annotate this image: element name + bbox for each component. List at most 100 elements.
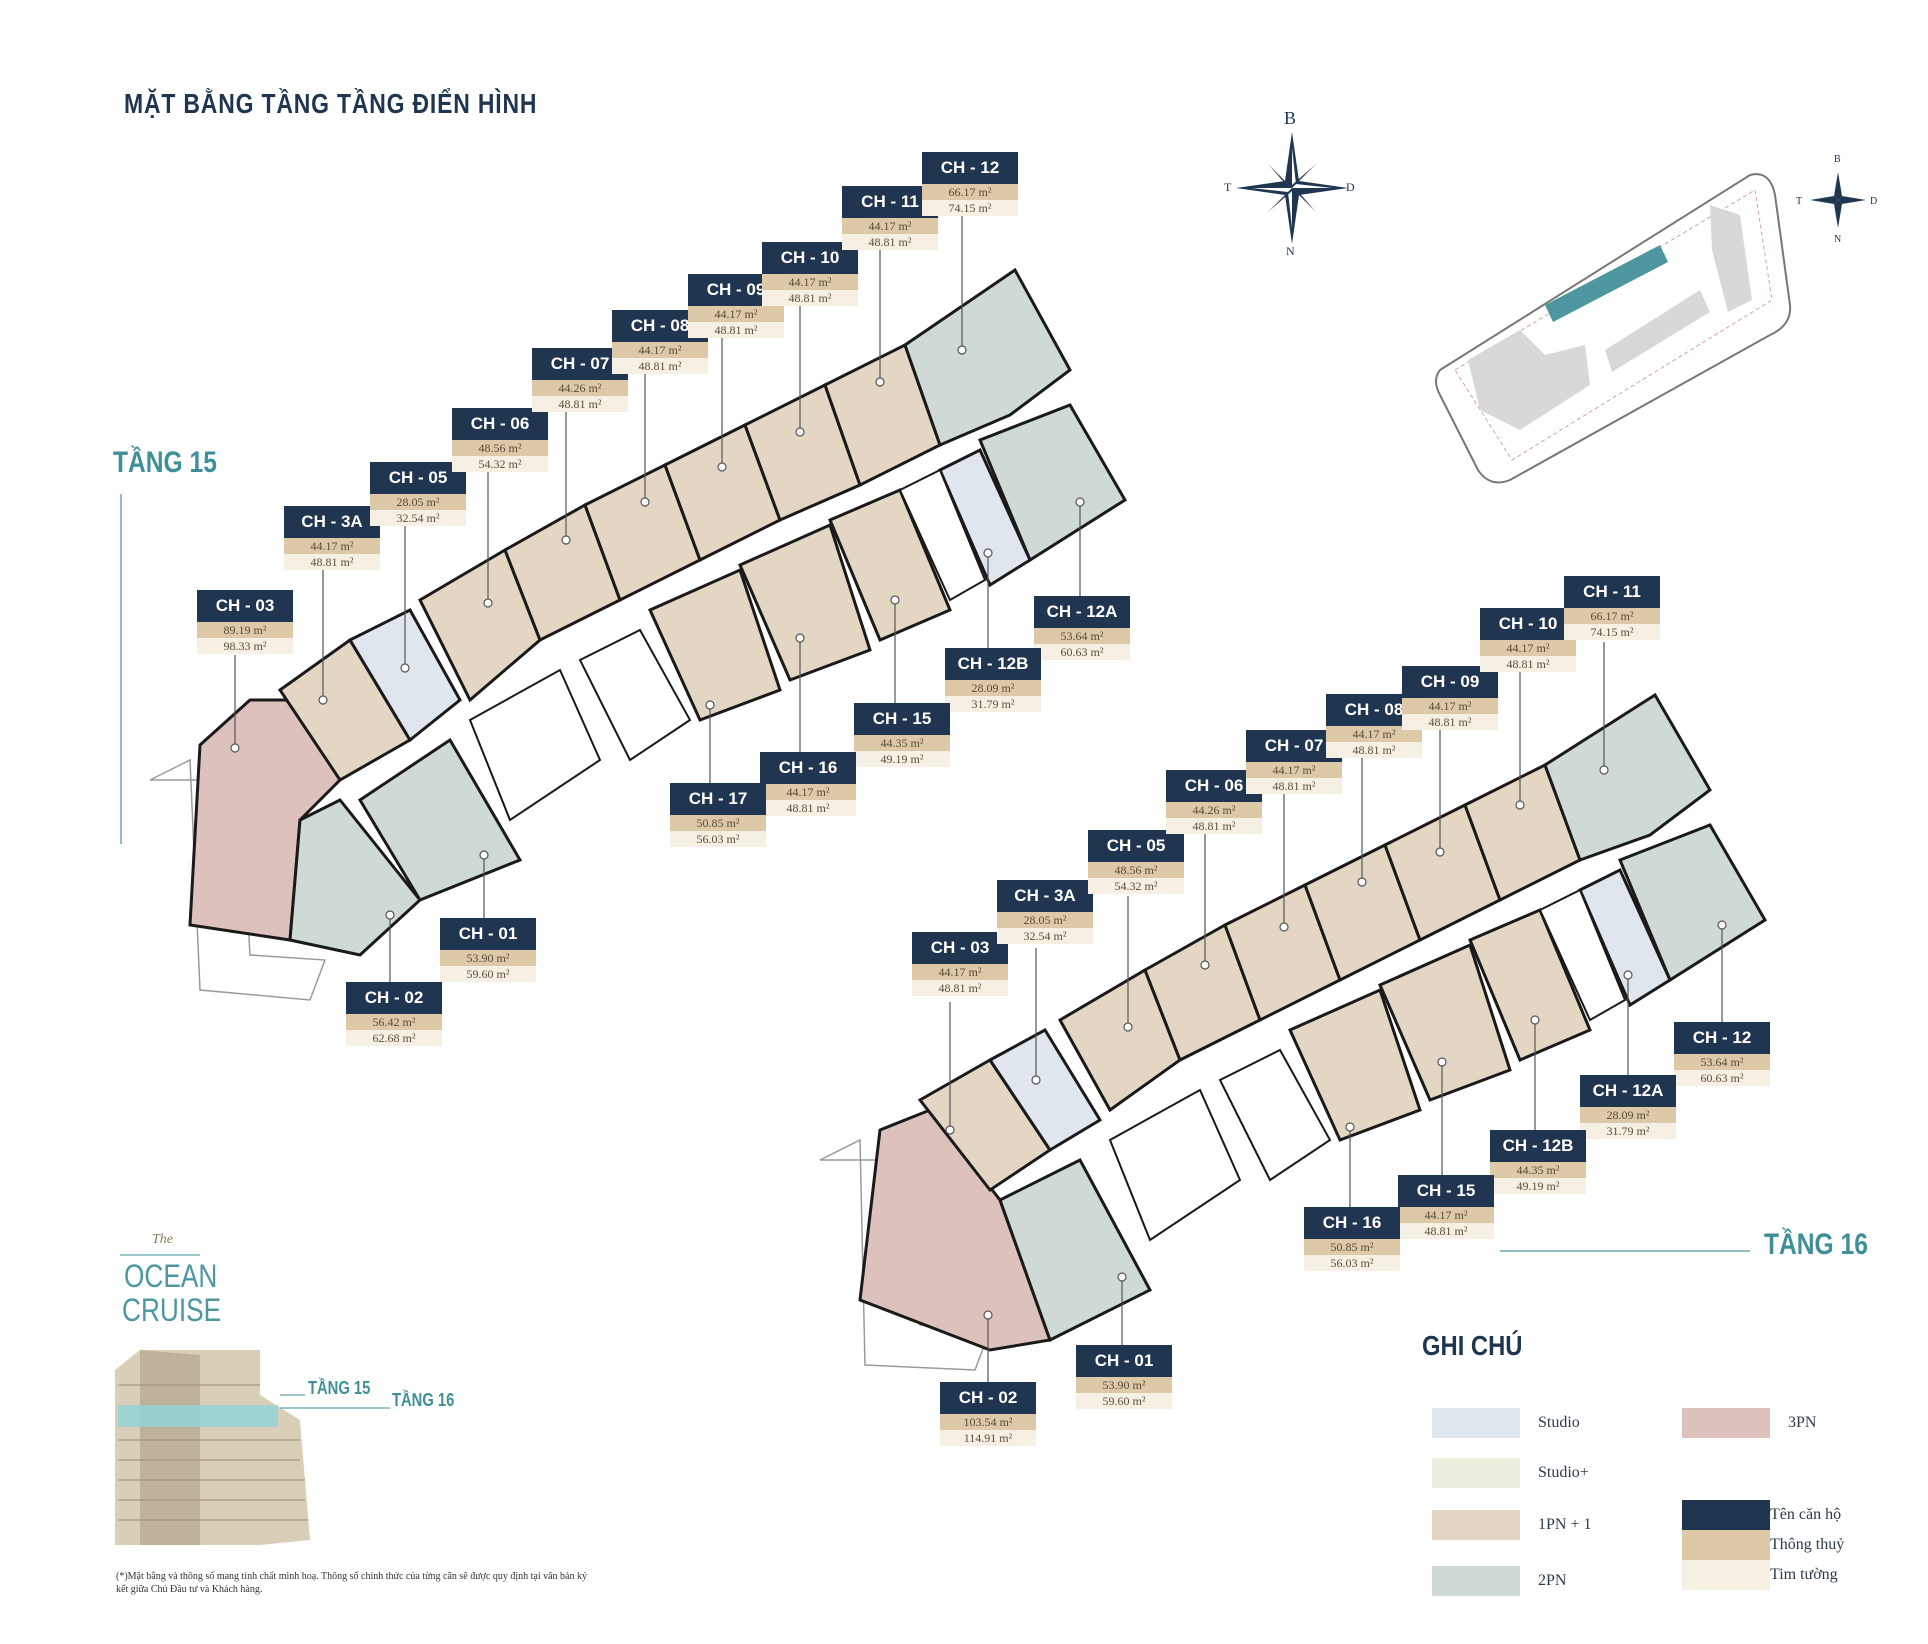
legend-label: Studio [1538, 1414, 1580, 1431]
unit-area-net: 103.54 m² [940, 1414, 1036, 1430]
unit-area-net: 44.17 m² [912, 964, 1008, 980]
unit-16-ch11[interactable] [1543, 692, 1712, 862]
unit-area-net: 50.85 m² [1304, 1239, 1400, 1255]
legend-key-label: Tim tường [1770, 1566, 1838, 1583]
unit-15-ch12b[interactable] [938, 447, 1032, 588]
unit-area-net: 56.42 m² [346, 1014, 442, 1030]
legend-swatch [1682, 1408, 1770, 1438]
unit-area-net: 44.17 m² [1246, 762, 1342, 778]
unit-area-net: 44.26 m² [532, 380, 628, 396]
unit-16-ch16[interactable] [1288, 987, 1422, 1142]
unit-name: CH - 12A [1034, 596, 1130, 628]
unit-name: CH - 16 [1304, 1207, 1400, 1239]
unit-area-gross: 48.81 m² [612, 358, 708, 374]
unit-name: CH - 11 [1564, 576, 1660, 608]
unit-15-ch15[interactable] [828, 488, 952, 642]
legend-swatch [1432, 1458, 1520, 1488]
core-15-c [898, 468, 987, 602]
core-15-b [578, 628, 692, 762]
unit-area-net: 66.17 m² [922, 184, 1018, 200]
legend-key-label: Tên căn hộ [1770, 1506, 1842, 1523]
building-tag-15: TẦNG 15 [308, 1378, 371, 1398]
unit-area-gross: 48.81 m² [842, 234, 938, 250]
unit-name: CH - 16 [760, 752, 856, 784]
unit-area-gross: 54.32 m² [452, 456, 548, 472]
legend-swatch [1432, 1408, 1520, 1438]
floor-16-label: TẦNG 16 [1764, 1228, 1868, 1261]
compass-rose [1236, 132, 1348, 244]
building-tag-16: TẦNG 16 [392, 1390, 455, 1410]
unit-area-gross: 48.81 m² [1398, 1223, 1494, 1239]
unit-area-gross: 60.63 m² [1674, 1070, 1770, 1086]
legend-label: 1PN + 1 [1538, 1516, 1592, 1533]
unit-area-net: 44.17 m² [762, 274, 858, 290]
unit-16-ch12b[interactable] [1468, 908, 1592, 1062]
core-16-c [1538, 888, 1627, 1022]
unit-area-gross: 48.81 m² [532, 396, 628, 412]
unit-15-ch17[interactable] [648, 567, 782, 722]
compass-east: D [1346, 180, 1355, 194]
unit-name: CH - 05 [370, 462, 466, 494]
floor-16-plan [819, 692, 1768, 1371]
unit-area-net: 44.17 m² [842, 218, 938, 234]
unit-area-gross: 31.79 m² [1580, 1123, 1676, 1139]
unit-name: CH - 01 [440, 918, 536, 950]
legend-title: GHI CHÚ [1422, 1330, 1523, 1361]
unit-area-net: 53.64 m² [1034, 628, 1130, 644]
unit-15-ch12[interactable] [903, 267, 1072, 448]
unit-16-ch01[interactable] [998, 1158, 1153, 1343]
unit-16-ch12a[interactable] [1578, 867, 1672, 1008]
unit-name: CH - 12 [922, 152, 1018, 184]
legend-key-swatch [1682, 1560, 1770, 1590]
unit-area-gross: 56.03 m² [670, 831, 766, 847]
unit-area-gross: 48.81 m² [284, 554, 380, 570]
site-map [1435, 172, 1866, 484]
unit-area-net: 44.17 m² [1480, 640, 1576, 656]
unit-area-net: 53.90 m² [1076, 1377, 1172, 1393]
unit-16-ch3a[interactable] [987, 1027, 1103, 1153]
unit-area-gross: 48.81 m² [1326, 742, 1422, 758]
unit-name: CH - 3A [284, 506, 380, 538]
unit-15-ch05[interactable] [347, 608, 462, 743]
floor-15-label: TẦNG 15 [113, 446, 217, 479]
unit-area-gross: 114.91 m² [940, 1430, 1036, 1446]
unit-16-ch15[interactable] [1378, 942, 1512, 1102]
unit-area-net: 48.56 m² [1088, 862, 1184, 878]
unit-area-gross: 31.79 m² [945, 696, 1041, 712]
unit-area-net: 50.85 m² [670, 815, 766, 831]
unit-15-ch16[interactable] [738, 522, 872, 682]
site-compass-east: D [1870, 196, 1878, 207]
unit-15-ch01[interactable] [357, 737, 523, 902]
core-15-a [468, 668, 602, 822]
site-compass-north: B [1834, 154, 1841, 165]
